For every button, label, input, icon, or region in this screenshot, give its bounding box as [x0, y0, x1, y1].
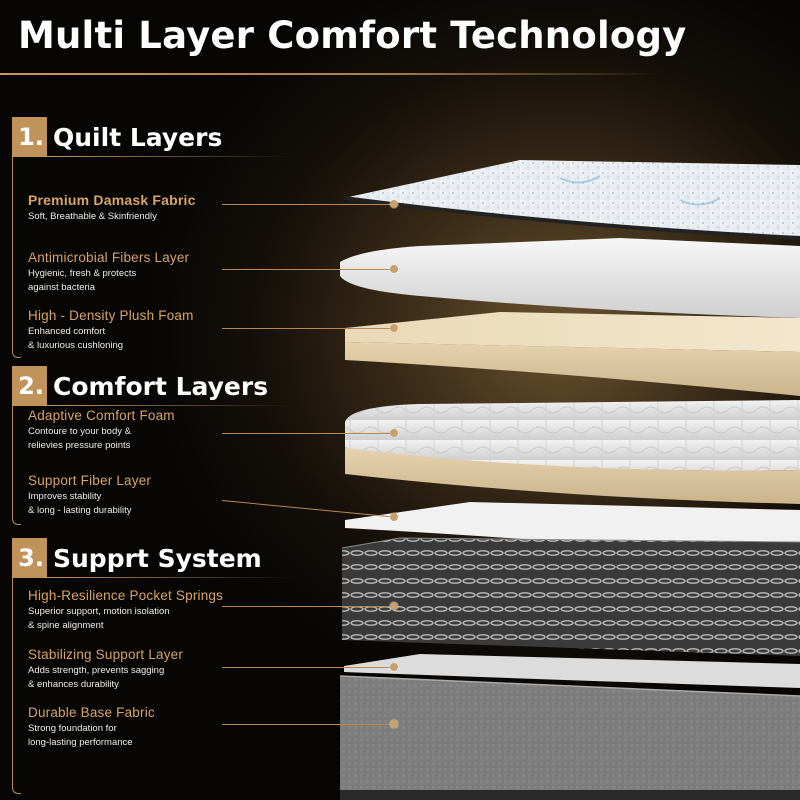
- description-line: Adds strength, prevents sagging: [28, 665, 165, 676]
- description-line: relievies pressure points: [28, 440, 131, 451]
- callout-dot: [390, 324, 398, 332]
- item-description: Superior support, motion isolation & spi…: [28, 605, 223, 633]
- pocket-springs-layer: [341, 537, 800, 656]
- leader-line: [222, 433, 394, 434]
- section-number: 2.: [12, 366, 47, 406]
- item-description: Hygienic, fresh & protects against bacte…: [28, 267, 189, 295]
- section-heading-comfort-layers: 2. Comfort Layers: [12, 366, 268, 406]
- leader-line: [222, 724, 394, 725]
- callout-dot: [390, 265, 398, 273]
- description-line: against bacteria: [28, 282, 96, 293]
- description-line: Soft, Breathable & Skinfriendly: [28, 211, 157, 222]
- item-adaptive-comfort-foam: Adaptive Comfort Foam Contoure to your b…: [28, 408, 175, 453]
- stabilizing-layer: [344, 654, 800, 688]
- item-title: Adaptive Comfort Foam: [28, 408, 175, 423]
- section-underline: [44, 156, 294, 157]
- callout-dot: [390, 663, 398, 671]
- leader-line: [222, 328, 394, 329]
- item-premium-damask-fabric: Premium Damask Fabric Soft, Breathable &…: [28, 192, 196, 224]
- section-underline: [44, 577, 294, 578]
- base-fabric-layer: [339, 675, 800, 800]
- item-description: Enhanced comfort & luxurious cushloning: [28, 325, 194, 353]
- section-number: 3.: [12, 538, 47, 578]
- section-title: Comfort Layers: [53, 371, 269, 401]
- fiber-layer: [340, 238, 800, 318]
- callout-dot: [390, 720, 398, 728]
- section-number: 1.: [12, 117, 47, 157]
- item-title: Support Fiber Layer: [28, 473, 152, 488]
- plush-foam-layer: [345, 312, 800, 396]
- section-heading-quilt-layers: 1. Quilt Layers: [12, 117, 222, 157]
- leader-line: [222, 606, 394, 607]
- callout-dot: [390, 429, 398, 437]
- description-line: & spine alignment: [28, 620, 104, 631]
- description-line: Improves stability: [28, 491, 102, 502]
- description-line: Superior support, motion isolation: [28, 606, 170, 617]
- description-line: Enhanced comfort: [28, 326, 106, 337]
- section-underline: [44, 405, 294, 406]
- adaptive-comfort-foam-layer: [345, 400, 800, 504]
- item-description: Adds strength, prevents sagging & enhanc…: [28, 664, 183, 692]
- item-title: Durable Base Fabric: [28, 705, 155, 720]
- item-description: Improves stability & long - lasting dura…: [28, 490, 151, 518]
- item-title: High-Resilience Pocket Springs: [28, 588, 224, 603]
- section-bracket: [12, 578, 21, 794]
- description-line: Contoure to your body &: [28, 426, 131, 437]
- leader-line: [222, 269, 394, 270]
- section-title: Supprt System: [53, 543, 262, 573]
- description-line: long-lasting performance: [28, 737, 133, 748]
- callout-dot: [390, 200, 398, 208]
- item-high-density-plush-foam: High - Density Plush Foam Enhanced comfo…: [28, 308, 194, 353]
- item-description: Soft, Breathable & Skinfriendly: [28, 210, 196, 224]
- section-bracket: [12, 406, 21, 525]
- item-high-resilience-pocket-springs: High-Resilience Pocket Springs Superior …: [28, 588, 223, 633]
- description-line: & long - lasting durability: [28, 505, 132, 516]
- description-line: & enhances durability: [28, 679, 119, 690]
- leader-line: [222, 204, 394, 205]
- item-description: Strong foundation for long-lasting perfo…: [28, 722, 155, 750]
- callout-dot: [390, 513, 398, 521]
- section-bracket: [12, 157, 21, 358]
- section-title: Quilt Layers: [53, 122, 223, 152]
- description-line: & luxurious cushloning: [28, 340, 124, 351]
- title-divider: [0, 73, 660, 75]
- item-title: Premium Damask Fabric: [28, 192, 196, 208]
- page-title: Multi Layer Comfort Technology: [18, 14, 687, 57]
- damask-fabric-layer: [343, 160, 800, 240]
- callout-dot: [390, 602, 398, 610]
- item-support-fiber-layer: Support Fiber Layer Improves stability &…: [28, 473, 151, 518]
- section-heading-support-system: 3. Supprt System: [12, 538, 262, 578]
- item-description: Contoure to your body & relievies pressu…: [28, 425, 175, 453]
- item-stabilizing-support-layer: Stabilizing Support Layer Adds strength,…: [28, 647, 183, 692]
- item-title: High - Density Plush Foam: [28, 308, 194, 323]
- item-title: Antimicrobial Fibers Layer: [28, 250, 190, 265]
- item-title: Stabilizing Support Layer: [28, 647, 184, 662]
- description-line: Strong foundation for: [28, 723, 117, 734]
- item-durable-base-fabric: Durable Base Fabric Strong foundation fo…: [28, 705, 155, 750]
- description-line: Hygienic, fresh & protects: [28, 268, 137, 279]
- leader-line: [222, 667, 394, 668]
- item-antimicrobial-fibers-layer: Antimicrobial Fibers Layer Hygienic, fre…: [28, 250, 189, 295]
